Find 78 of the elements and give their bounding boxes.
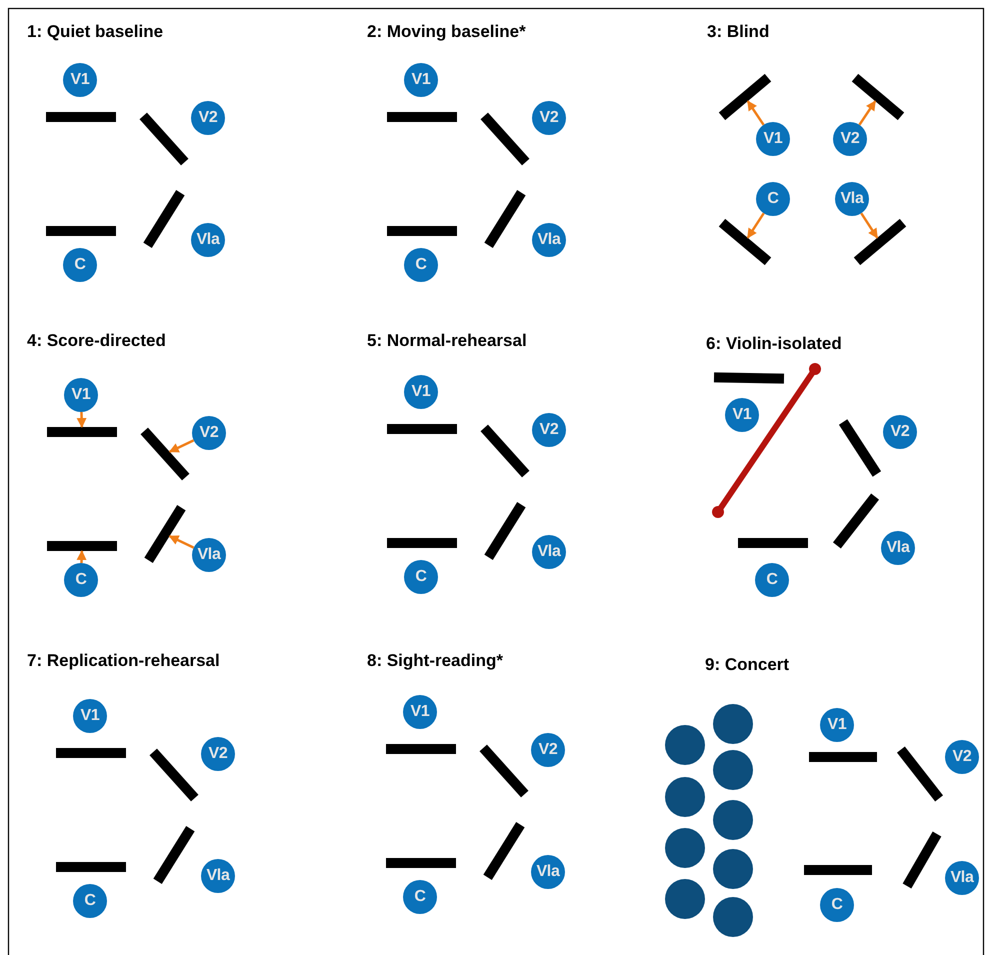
arrow [860, 212, 878, 239]
player-circle: V1 [756, 122, 790, 156]
player-circle: V2 [201, 737, 235, 771]
audience-circle [713, 750, 753, 790]
audience-circle [665, 879, 705, 919]
arrow [746, 100, 765, 126]
player-circle: V1 [820, 708, 854, 742]
music-stand [738, 538, 808, 548]
player-circle: C [404, 248, 438, 282]
player-circle: V2 [531, 733, 565, 767]
player-circle: Vla [192, 538, 226, 572]
panel-title: 5: Normal-rehearsal [367, 331, 527, 351]
player-circle: Vla [835, 182, 869, 216]
panel-title: 9: Concert [705, 655, 790, 675]
player-circle: V1 [404, 63, 438, 97]
player-circle: V2 [945, 740, 979, 774]
player-circle: Vla [201, 859, 235, 893]
player-circle: V1 [63, 63, 97, 97]
music-stand [46, 226, 116, 236]
music-stand [47, 541, 117, 551]
panel-title: 2: Moving baseline* [367, 22, 526, 42]
music-stand [387, 538, 457, 548]
arrow [168, 535, 194, 549]
player-circle: Vla [945, 861, 979, 895]
panel-title: 7: Replication-rehearsal [27, 651, 220, 671]
music-stand [47, 427, 117, 437]
audience-circle [713, 897, 753, 937]
player-circle: C [756, 182, 790, 216]
player-circle: V1 [725, 398, 759, 432]
player-circle: C [404, 560, 438, 594]
music-stand [56, 862, 126, 872]
panel-title: 8: Sight-reading* [367, 651, 504, 671]
panel-title: 4: Score-directed [27, 331, 166, 351]
music-stand [809, 752, 877, 762]
player-circle: C [64, 563, 98, 597]
audience-circle [713, 704, 753, 744]
player-circle: V2 [883, 415, 917, 449]
music-stand [386, 858, 456, 868]
player-circle: Vla [881, 531, 915, 565]
player-circle: C [403, 880, 437, 914]
arrow [746, 212, 765, 239]
music-stand [386, 744, 456, 754]
player-circle: V2 [532, 413, 566, 447]
player-circle: V2 [192, 416, 226, 450]
music-stand [714, 372, 784, 384]
music-stand [387, 112, 457, 122]
arrow [76, 550, 87, 564]
arrow [76, 412, 87, 428]
player-circle: V1 [404, 375, 438, 409]
panel-title: 1: Quiet baseline [27, 22, 164, 42]
player-circle: Vla [532, 223, 566, 257]
audience-circle [665, 828, 705, 868]
player-circle: Vla [191, 223, 225, 257]
audience-circle [713, 800, 753, 840]
music-stand [56, 748, 126, 758]
player-circle: C [820, 888, 854, 922]
player-circle: V1 [73, 699, 107, 733]
arrow [168, 439, 194, 453]
player-circle: V1 [64, 378, 98, 412]
player-circle: V2 [833, 122, 867, 156]
music-stand [387, 226, 457, 236]
player-circle: V1 [403, 695, 437, 729]
player-circle: V2 [532, 101, 566, 135]
audience-circle [665, 777, 705, 817]
player-circle: C [73, 884, 107, 918]
player-circle: C [755, 563, 789, 597]
audience-circle [713, 849, 753, 889]
player-circle: V2 [191, 101, 225, 135]
music-stand [46, 112, 116, 122]
audience-circle [665, 725, 705, 765]
player-circle: C [63, 248, 97, 282]
panel-title: 3: Blind [707, 22, 770, 42]
player-circle: Vla [531, 855, 565, 889]
music-stand [387, 424, 457, 434]
arrow [858, 100, 876, 126]
panel-title: 6: Violin-isolated [706, 334, 842, 354]
music-stand [804, 865, 872, 875]
player-circle: Vla [532, 535, 566, 569]
